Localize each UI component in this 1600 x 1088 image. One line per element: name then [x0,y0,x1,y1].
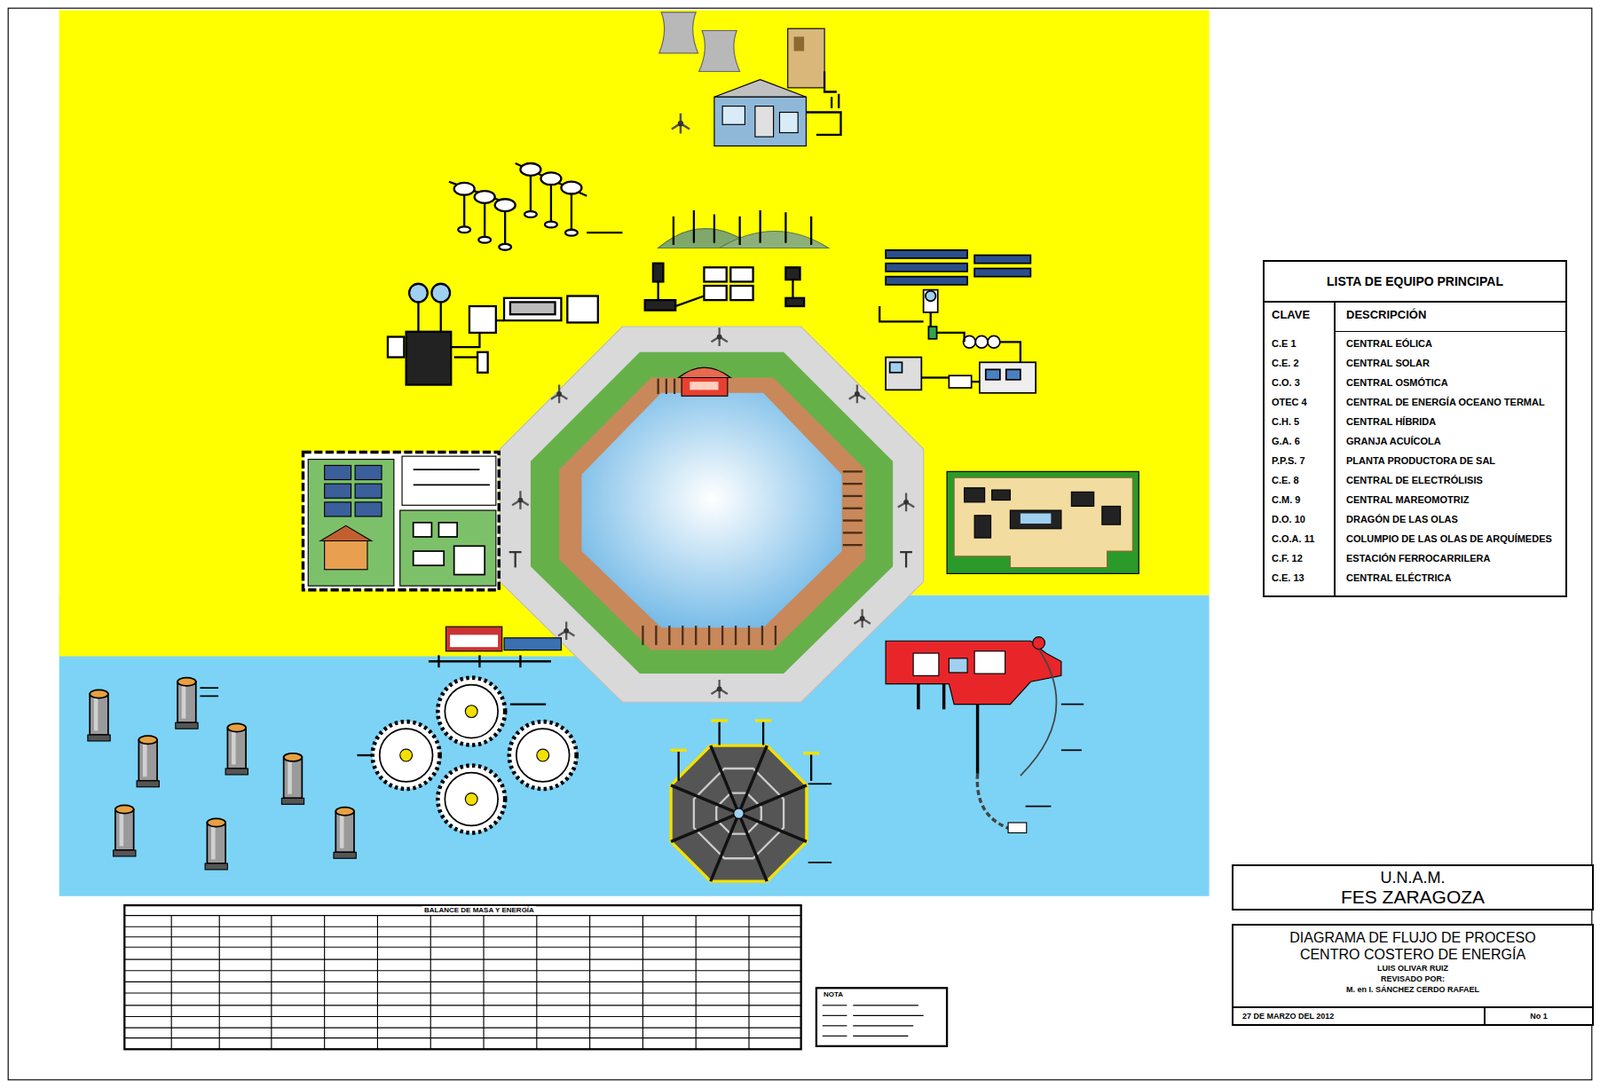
equipment-description: GRANJA ACUÍCOLA [1346,435,1442,447]
column-header: DESCRIPCIÓN [1346,307,1427,322]
title-area: DIAGRAMA DE FLUJO DE PROCESOCENTRO COSTE… [1233,929,1593,995]
equipment-code: C.E 1 [1271,338,1297,349]
heading: LISTA DE EQUIPO PRINCIPAL [1326,274,1504,289]
sheet-text: No 1 [1529,1011,1548,1021]
author-text: M. en I. SÁNCHEZ CERDO RAFAEL [1346,984,1480,995]
equipment-description: CENTRAL DE ENERGÍA OCEANO TERMAL [1346,396,1545,408]
equipment-description: CENTRAL MAREOMOTRIZ [1346,494,1470,505]
equipment-code: C.E. 13 [1271,572,1305,584]
table-title: BALANCE DE MASA Y ENERGÍA [422,906,536,915]
column-header: CLAVE [1271,307,1310,322]
equipment-code: D.O. 10 [1271,513,1306,525]
author-text: REVISADO POR: [1380,973,1445,985]
equipment-list: LISTA DE EQUIPO PRINCIPAL CLAVE DESCRIPCIÓ… [1262,260,1568,598]
equipment-description: ESTACIÓN FERROCARRILERA [1346,552,1490,564]
date-row: 27 DE MARZO DEL 2012 No 1 [1233,1006,1593,1025]
list-heading: LISTA DE EQUIPO PRINCIPAL [1264,261,1566,303]
sheet-cell: No 1 [1485,1008,1593,1025]
equipment-description: CENTRAL SOLAR [1346,357,1430,369]
column-divider [1333,300,1336,596]
equipment-code: OTEC 4 [1271,396,1308,408]
header-rule [1335,331,1566,332]
title-text: DIAGRAMA DE FLUJO DE PROCESO [1289,929,1536,946]
equipment-description: CENTRAL ELÉCTRICA [1346,572,1451,584]
equipment-code: C.O. 3 [1271,377,1301,388]
equipment-code: P.P.S. 7 [1271,455,1306,466]
equipment-description: CENTRAL DE ELECTRÓLISIS [1346,474,1483,486]
equipment-description: DRAGÓN DE LAS OLAS [1346,513,1459,525]
institution-text: FES ZARAGOZA [1340,887,1485,907]
equipment-code: G.A. 6 [1271,435,1301,447]
equipment-code: C.F. 12 [1271,552,1303,564]
equipment-code: C.H. 5 [1271,416,1300,427]
equipment-description: CENTRAL OSMÓTICA [1346,377,1449,388]
equipment-description: COLUMPIO DE LAS OLAS DE ARQUÍMEDES [1346,533,1553,544]
equipment-code: C.O.A. 11 [1271,533,1315,544]
equipment-description: PLANTA PRODUCTORA DE SAL [1346,455,1496,466]
equipment-description: CENTRAL EÓLICA [1346,338,1433,349]
equipment-code: C.E. 2 [1271,357,1300,369]
date-text: 27 DE MARZO DEL 2012 [1242,1011,1334,1021]
note-heading: NOTA [821,990,845,1000]
title-block: DIAGRAMA DE FLUJO DE PROCESOCENTRO COSTE… [1231,923,1594,1026]
date-cell: 27 DE MARZO DEL 2012 [1233,1008,1486,1025]
equipment-code: C.M. 9 [1271,494,1301,505]
institution-text: U.N.A.M. [1379,867,1445,888]
equipment-description: CENTRAL HÍBRIDA [1346,416,1436,427]
title-text: CENTRO COSTERO DE ENERGÍA [1300,945,1526,963]
institution-block: U.N.A.M.FES ZARAGOZA [1231,864,1594,911]
equipment-code: C.E. 8 [1271,474,1300,486]
author-text: LUIS OLIVAR RUIZ [1377,962,1449,974]
